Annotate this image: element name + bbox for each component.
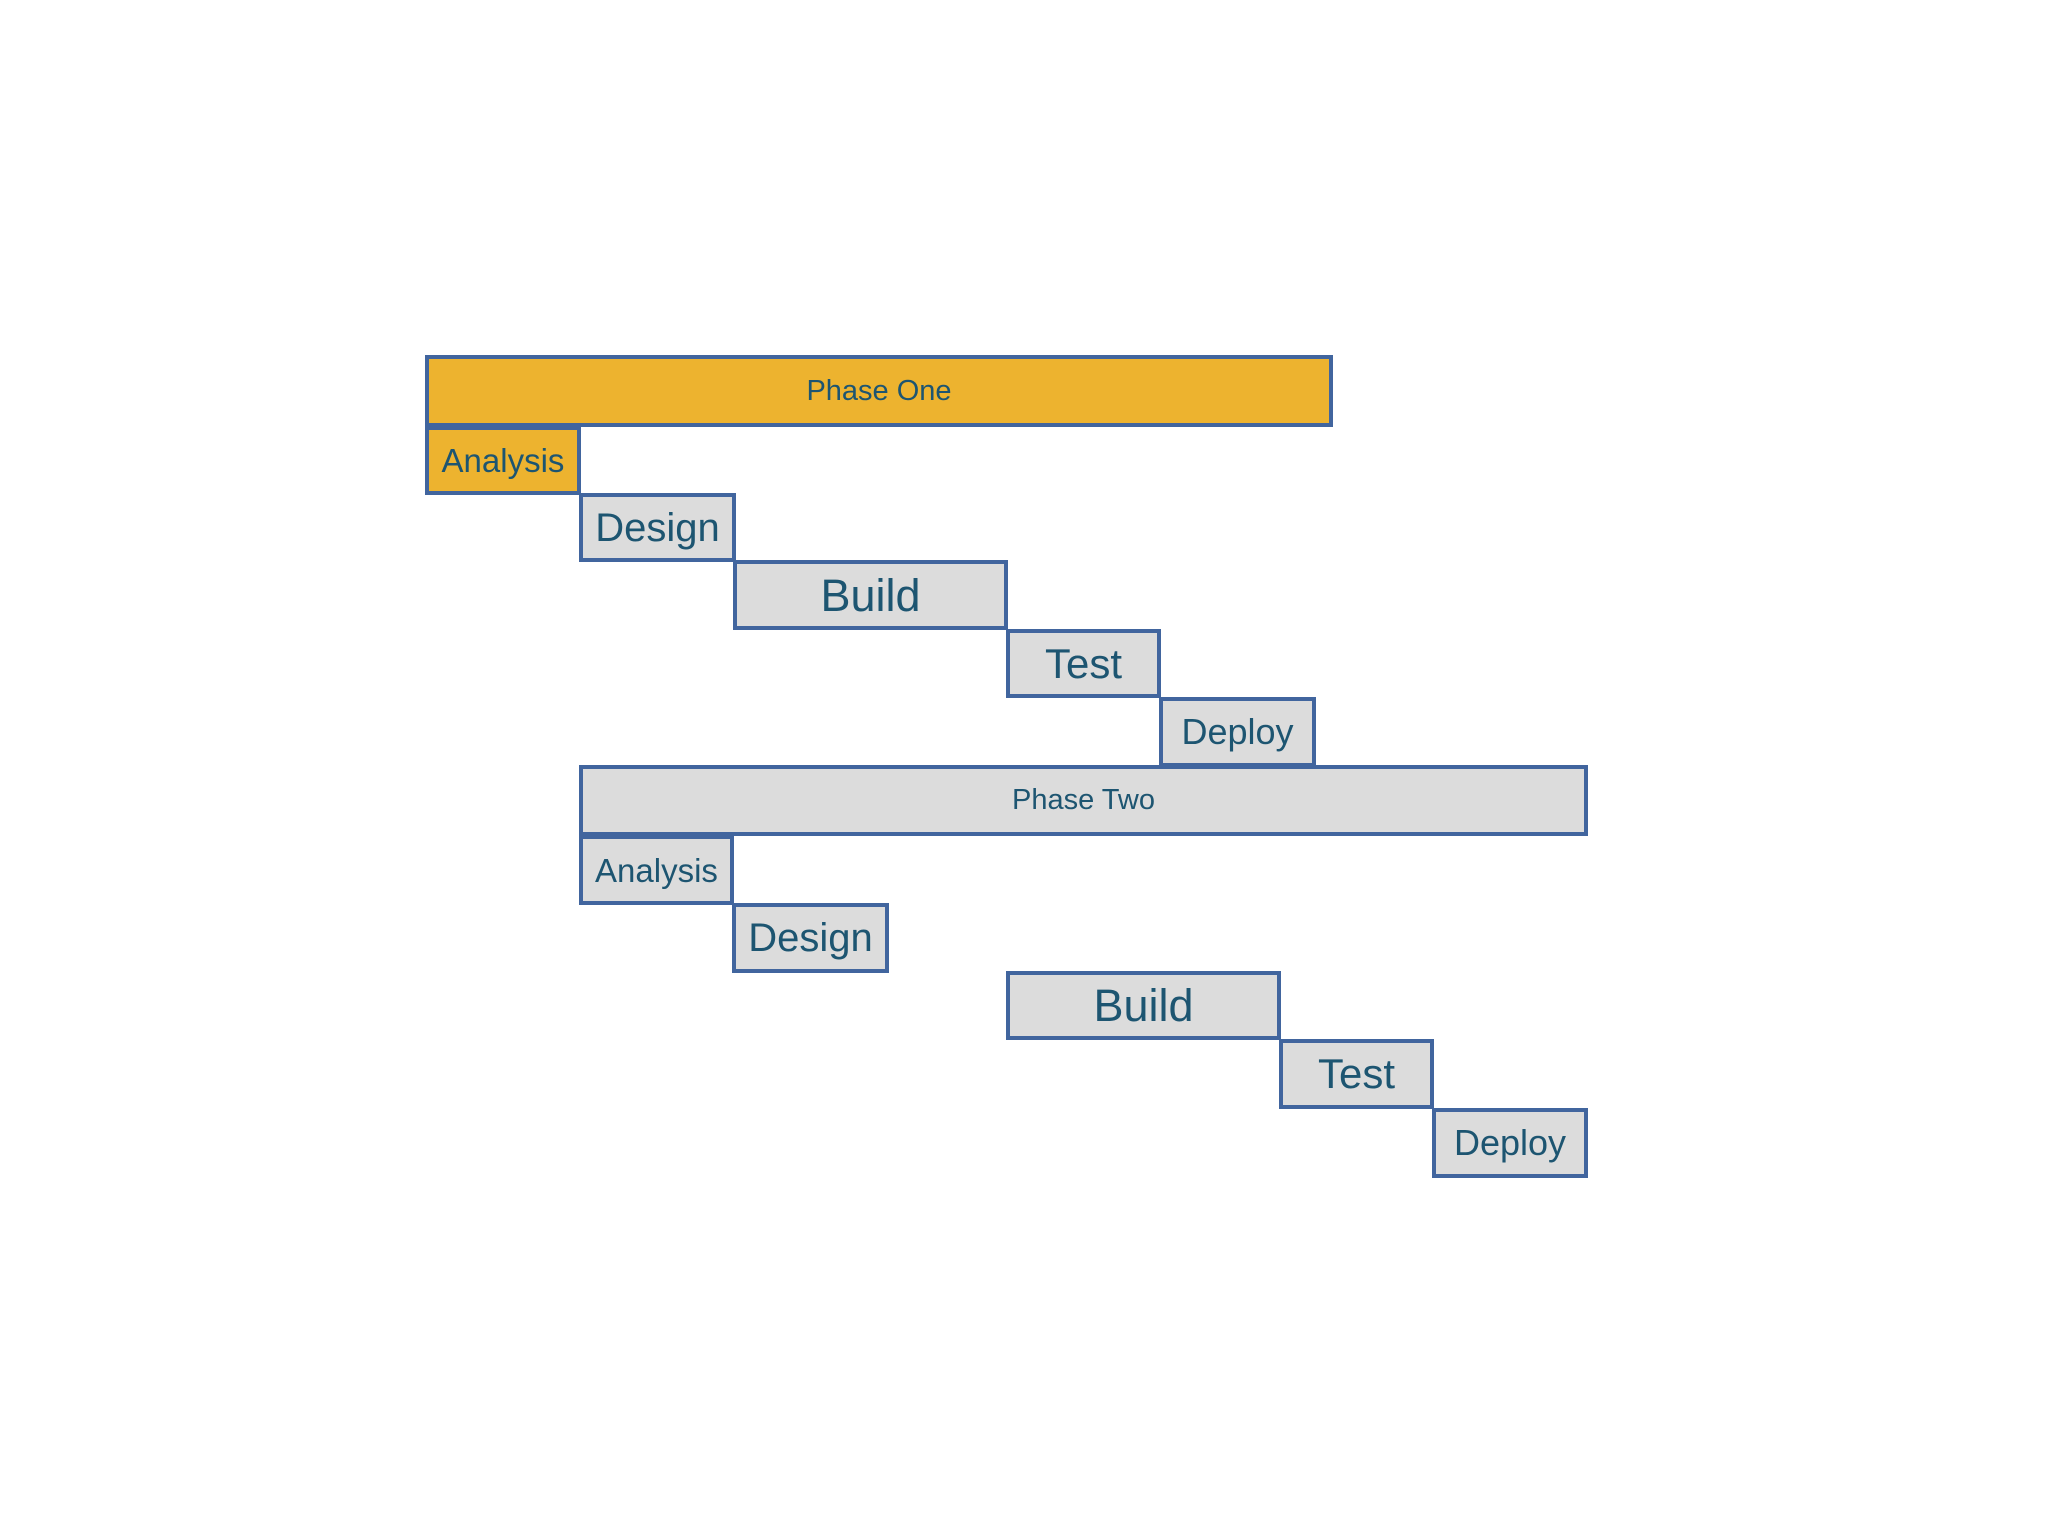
bar-deploy-phase-one-label: Deploy (1181, 711, 1294, 752)
bar-deploy-phase-two-label: Deploy (1453, 1122, 1567, 1163)
bar-phase-one: Phase One (425, 355, 1333, 427)
bar-test-phase-one-label: Test (1044, 639, 1123, 687)
bar-analysis-phase-two: Analysis (579, 835, 734, 905)
bar-phase-two-label: Phase Two (1012, 784, 1155, 816)
bar-analysis-phase-one: Analysis (425, 426, 581, 495)
bar-analysis-phase-two-label: Analysis (595, 851, 718, 889)
bar-phase-one-label: Phase One (806, 374, 952, 407)
bar-build-phase-two: Build (1006, 971, 1281, 1040)
bar-test-phase-two: Test (1279, 1039, 1434, 1109)
bar-phase-two: Phase Two (579, 765, 1588, 836)
bar-deploy-phase-two: Deploy (1432, 1108, 1588, 1178)
bar-design-phase-one-label: Design (595, 505, 720, 550)
bar-design-phase-two: Design (732, 903, 889, 973)
bar-test-phase-one: Test (1006, 629, 1161, 698)
bar-design-phase-one: Design (579, 493, 736, 562)
bar-design-phase-two-label: Design (748, 916, 873, 960)
bar-build-phase-one: Build (733, 560, 1008, 630)
bar-test-phase-two-label: Test (1317, 1050, 1396, 1097)
bar-deploy-phase-one: Deploy (1159, 697, 1316, 767)
bar-analysis-phase-one-label: Analysis (441, 442, 565, 479)
bar-build-phase-one-label: Build (820, 569, 921, 621)
bar-build-phase-two-label: Build (1093, 980, 1194, 1031)
